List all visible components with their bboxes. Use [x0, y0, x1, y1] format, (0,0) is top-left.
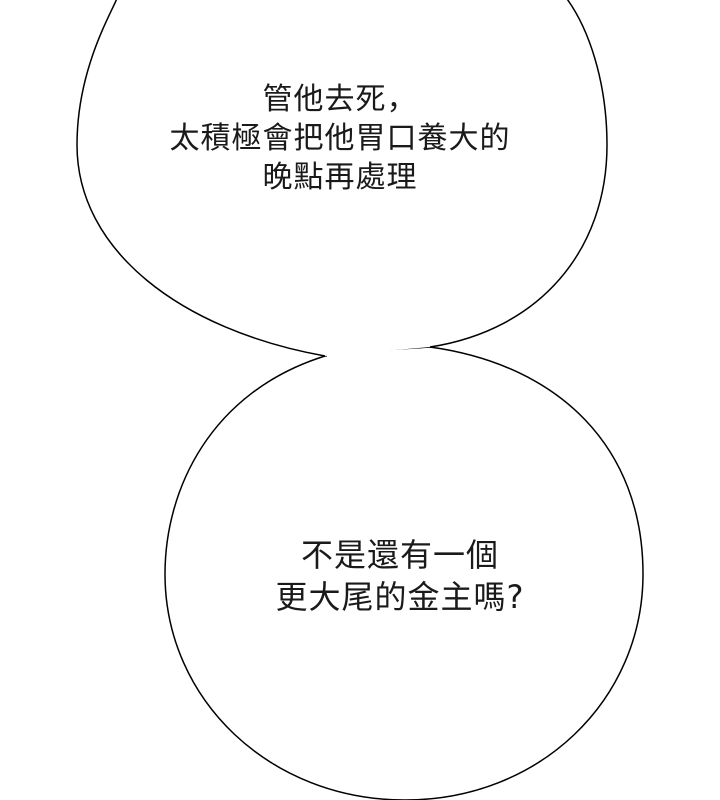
speech-line: 太積極會把他胃口養大的: [169, 121, 511, 156]
speech-bubble-top: [76, 0, 608, 357]
speech-line: 管他去死，: [262, 82, 418, 117]
speech-text-bottom: 不是還有一個 更大尾的金主嗎?: [200, 535, 600, 618]
bubble-join: [327, 348, 428, 372]
speech-text-top: 管他去死， 太積極會把他胃口養大的 晚點再處理: [100, 80, 580, 197]
speech-line: 不是還有一個: [300, 536, 499, 574]
speech-line: 晚點再處理: [262, 160, 418, 195]
speech-line: 更大尾的金主嗎?: [275, 577, 525, 616]
